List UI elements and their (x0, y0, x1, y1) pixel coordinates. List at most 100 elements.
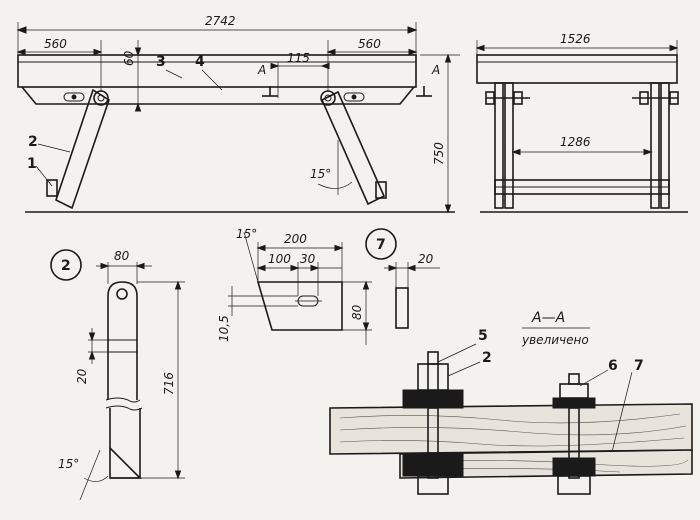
bracket-dim-arrows-80 (362, 280, 370, 332)
leg-detail-label: 2 (61, 258, 71, 274)
side-right-post-inner (660, 82, 670, 209)
section-left-bolt-head (417, 475, 449, 495)
dim-60-label: 60 (122, 50, 136, 66)
section-callout-6: 6 (608, 358, 618, 374)
leg-angle-label: 15° (58, 457, 79, 471)
dim-length-label: 2742 (205, 14, 236, 28)
section-right-washer-top (552, 397, 596, 409)
bracket-dim-200-label: 200 (284, 232, 307, 246)
section-detail: А—А увеличено 5 2 6 7 (329, 310, 693, 495)
dim-560-left-label: 560 (44, 37, 67, 51)
dim-arrows-length (16, 26, 418, 34)
spacer-detail-label: 7 (376, 237, 386, 253)
bracket-dim-80-label: 80 (350, 304, 364, 320)
left-rail-slot (63, 92, 85, 102)
section-callout-7: 7 (634, 358, 644, 374)
section-right-bolt-end (568, 373, 580, 385)
section-callout-2-leader (447, 361, 481, 377)
side-view: 1526 1286 (475, 32, 688, 213)
spacer-detail: 7 20 (365, 228, 440, 329)
leg-dim-716-label: 716 (162, 372, 176, 395)
bracket-dim-arrows-100 (256, 264, 320, 272)
bracket-dim-100-label: 100 (268, 252, 291, 266)
leg-detail-outline (107, 281, 141, 479)
dim-arrows-560-right (326, 48, 418, 56)
angle-15-label: 15° (310, 167, 331, 181)
section-left-nut (417, 363, 449, 391)
section-callout-6-leader (579, 369, 609, 387)
leg-detail: 2 80 716 20 15° (50, 249, 185, 501)
section-right-bolt-head (557, 475, 591, 495)
side-left-post-outer (494, 82, 504, 209)
dim-arrows-60 (134, 47, 142, 112)
callout-3: 3 (156, 54, 166, 70)
right-leg (320, 90, 386, 206)
side-right-post-outer (650, 82, 660, 209)
right-leg-pivot-inner (324, 94, 332, 102)
section-callout-5: 5 (478, 328, 488, 344)
callout-4-leader (201, 69, 223, 91)
section-right-spacer (552, 457, 596, 477)
section-mark-left: A (257, 63, 266, 77)
left-leg (55, 88, 110, 210)
bracket-detail: 200 100 30 15° 80 10,5 (217, 227, 372, 345)
section-right-nut (559, 383, 589, 399)
front-view: 2742 560 560 60 115 A A 750 (16, 14, 460, 214)
callout-3-leader (165, 69, 183, 79)
spacer-detail-circle (365, 228, 397, 260)
spacer-dim-20-label: 20 (418, 252, 434, 266)
leg-dim-80-label: 80 (114, 249, 130, 263)
bracket-dim-105-label: 10,5 (217, 315, 231, 342)
leg-detail-cut (109, 447, 142, 479)
section-rail-board (399, 449, 693, 479)
callout-1-leader (35, 165, 53, 187)
left-leg-foot-block (46, 179, 58, 197)
callout-4: 4 (195, 54, 205, 70)
side-left-post-inner (504, 82, 514, 209)
bracket-dim-arrows-200 (256, 244, 344, 252)
left-slot-bolt (71, 94, 77, 100)
leg-angle-arc (83, 475, 109, 482)
section-seat-board (329, 403, 693, 455)
bracket-angle-ref (243, 231, 259, 283)
section-subtitle: увеличено (521, 333, 589, 347)
side-seat-board (476, 54, 678, 84)
leg-angle-ref (79, 449, 101, 501)
leg-detail-hole (116, 288, 128, 300)
callout-1: 1 (27, 156, 37, 172)
side-dim-arrows-1526 (475, 44, 679, 52)
callout-2-leader (37, 143, 71, 153)
section-mark-right: A (431, 63, 440, 77)
leg-dim-arrows-80 (100, 262, 145, 270)
seat-board (17, 54, 417, 88)
section-left-washer-top (402, 389, 464, 409)
dim-arrows-750 (444, 53, 452, 214)
leg-dim-arrows-716 (174, 280, 182, 480)
section-left-spacer (402, 453, 464, 477)
dim-arrows-115 (270, 62, 330, 70)
right-leg-pivot (320, 90, 336, 106)
section-callout-2: 2 (482, 350, 492, 366)
section-callout-5-leader (437, 343, 477, 363)
side-dim-arrows-1286 (511, 148, 653, 156)
side-rail (21, 86, 415, 105)
right-leg-foot-block (375, 181, 387, 199)
bracket-dim-30-label: 30 (300, 252, 316, 266)
callout-2: 2 (28, 134, 38, 150)
spacer-body (395, 287, 409, 329)
leg-detail-circle (50, 249, 82, 281)
section-left-bolt-end (427, 351, 439, 365)
dim-560-right-label: 560 (358, 37, 381, 51)
left-leg-pivot-inner (97, 94, 105, 102)
section-callout-7-leader (611, 371, 633, 453)
dim-750-label: 750 (432, 142, 446, 165)
leg-dim-20-label: 20 (75, 368, 89, 384)
leg-detail-slot (107, 339, 138, 353)
side-dim-1526-label: 1526 (560, 32, 591, 46)
spacer-dim-arrows-20 (388, 264, 416, 272)
section-left-bolt-shank (427, 407, 439, 479)
section-title: А—А (531, 310, 565, 326)
side-dim-1286-label: 1286 (560, 135, 591, 149)
leg-detail-break-lines (105, 397, 143, 411)
